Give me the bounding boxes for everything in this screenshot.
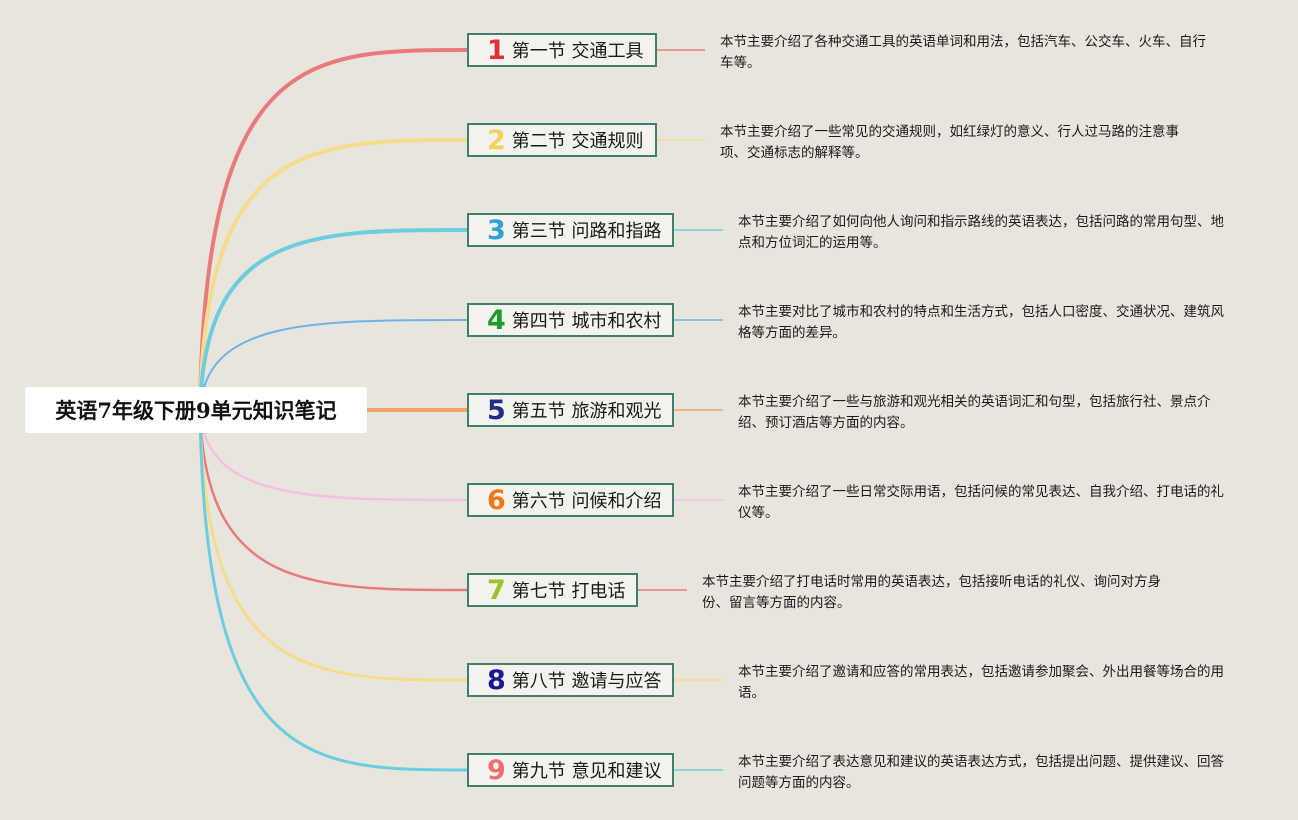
- section-description: 本节主要介绍了表达意见和建议的英语表达方式，包括提出问题、提供建议、回答问题等方…: [738, 754, 1224, 791]
- section-description: 本节主要介绍了各种交通工具的英语单词和用法，包括汽车、公交车、火车、自行车等。: [720, 34, 1206, 71]
- section-description: 本节主要介绍了如何向他人询问和指示路线的英语表达，包括问路的常用句型、地点和方位…: [738, 214, 1224, 251]
- section-number: 9: [487, 754, 506, 786]
- branch-line-7: [198, 408, 469, 592]
- section-number: 1: [487, 34, 506, 66]
- branch-line-8: [198, 408, 469, 682]
- section-title: 第二节 交通规则: [511, 131, 644, 152]
- section-number: 7: [487, 574, 506, 606]
- section-number: 3: [487, 214, 506, 246]
- section-description: 本节主要介绍了一些与旅游和观光相关的英语词汇和句型，包括旅行社、景点介绍、预订酒…: [738, 394, 1211, 431]
- section-title: 第四节 城市和农村: [511, 311, 662, 332]
- branch-line-3: [198, 228, 469, 412]
- root-title: 英语7年级下册9单元知识笔记: [55, 398, 337, 423]
- section-description: 本节主要介绍了一些日常交际用语，包括问候的常见表达、自我介绍、打电话的礼仪等。: [738, 484, 1224, 521]
- section-description: 本节主要对比了城市和农村的特点和生活方式，包括人口密度、交通状况、建筑风格等方面…: [738, 304, 1224, 341]
- section-title: 第六节 问候和介绍: [511, 491, 662, 512]
- branch-line-6: [198, 408, 469, 502]
- branch-line-2: [198, 138, 469, 412]
- section-number: 8: [487, 664, 506, 696]
- section-number: 5: [487, 394, 506, 426]
- section-title: 第八节 邀请与应答: [511, 671, 662, 692]
- branch-line-4: [199, 319, 468, 411]
- section-title: 第七节 打电话: [511, 581, 626, 602]
- section-title: 第一节 交通工具: [511, 41, 644, 62]
- branch-line-1: [198, 48, 469, 412]
- section-description: 本节主要介绍了邀请和应答的常用表达，包括邀请参加聚会、外出用餐等场合的用语。: [738, 664, 1224, 701]
- section-number: 2: [487, 124, 506, 156]
- section-title: 第九节 意见和建议: [511, 761, 662, 782]
- section-title: 第三节 问路和指路: [511, 221, 662, 242]
- section-description: 本节主要介绍了一些常见的交通规则，如红绿灯的意义、行人过马路的注意事项、交通标志…: [720, 124, 1179, 161]
- root-topic[interactable]: 英语7年级下册9单元知识笔记: [25, 387, 367, 433]
- section-description: 本节主要介绍了打电话时常用的英语表达，包括接听电话的礼仪、询问对方身份、留言等方…: [702, 574, 1161, 611]
- section-title: 第五节 旅游和观光: [511, 401, 662, 422]
- branch-line-9: [198, 408, 469, 772]
- section-number: 6: [487, 484, 506, 516]
- section-number: 4: [487, 304, 506, 336]
